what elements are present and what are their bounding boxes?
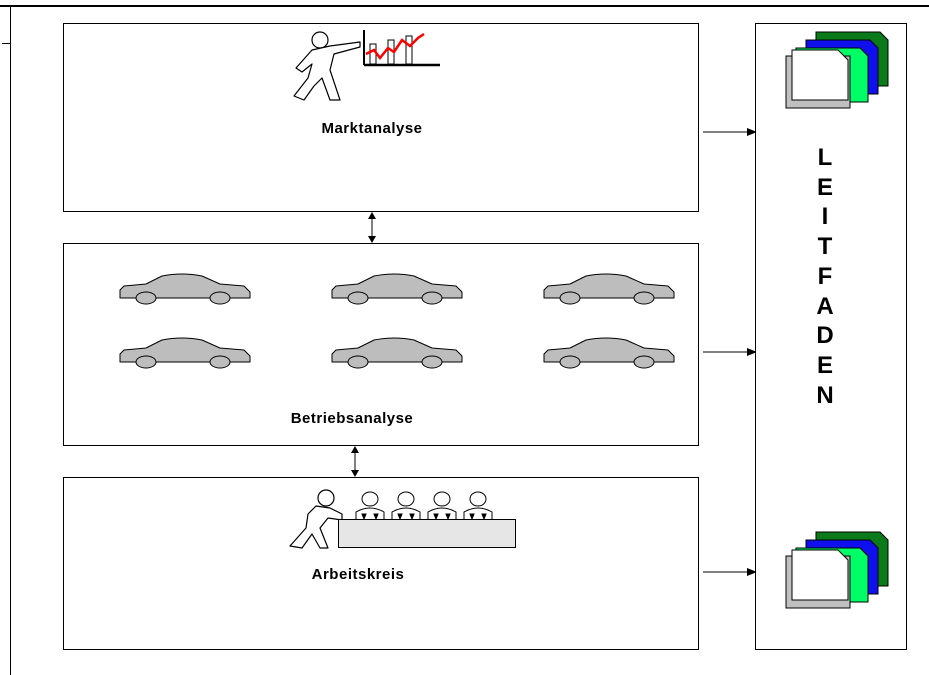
- car-icon: [543, 337, 675, 369]
- car-icon: [119, 273, 251, 305]
- marktanalyse-box: [63, 23, 699, 212]
- betriebsanalyse-label: Betriebsanalyse: [290, 410, 414, 427]
- line-chart-icon: [363, 30, 440, 67]
- car-icon: [331, 273, 463, 305]
- right-arrow-icon: [703, 348, 757, 356]
- double-arrow-icon: [351, 446, 359, 477]
- pushing-figure-icon: [289, 489, 343, 549]
- leitfaden-letter: E: [816, 173, 833, 201]
- right-arrow-icon: [703, 568, 757, 576]
- leitfaden-letter: T: [817, 233, 833, 261]
- meeting-table-icon: [338, 519, 516, 548]
- arbeitskreis-label: Arbeitskreis: [311, 566, 405, 583]
- leitfaden-letter: E: [816, 351, 833, 379]
- leitfaden-vertical-label: L E I T F A D E N: [805, 143, 845, 410]
- right-arrow-icon: [703, 128, 757, 136]
- document-stack-icon: [785, 531, 889, 609]
- leitfaden-letter: L: [817, 144, 833, 171]
- leitfaden-letter: F: [817, 262, 833, 290]
- document-stack-icon: [785, 31, 889, 109]
- top-border-line: [0, 5, 929, 7]
- leitfaden-letter: N: [816, 381, 834, 409]
- presenter-figure-icon: [293, 31, 361, 101]
- marktanalyse-label: Marktanalyse: [321, 120, 423, 137]
- leitfaden-letter: A: [816, 292, 834, 320]
- leitfaden-letter: I: [821, 203, 829, 231]
- left-border-line: [10, 7, 11, 675]
- car-icon: [543, 273, 675, 305]
- double-arrow-icon: [368, 212, 376, 243]
- left-tick: [2, 43, 11, 44]
- leitfaden-letter: D: [816, 322, 834, 350]
- car-icon: [119, 337, 251, 369]
- car-icon: [331, 337, 463, 369]
- arbeitskreis-box: [63, 477, 699, 650]
